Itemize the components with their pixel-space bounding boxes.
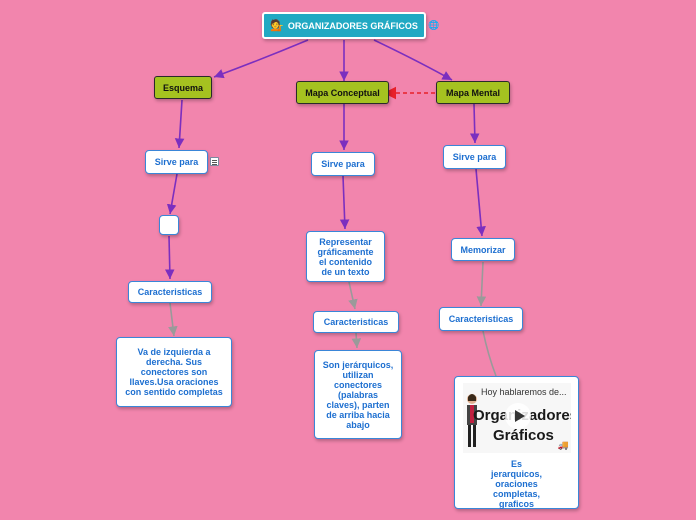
- link-esquema-sirve-empty: [166, 173, 178, 215]
- mental-card-text: Es jerarquicos, oraciones completas, gra…: [490, 459, 543, 509]
- conceptual-purpose-text: Representar gráficamente el contenido de…: [317, 236, 374, 277]
- mental-memorizar[interactable]: Memorizar: [451, 238, 515, 261]
- link-conceptual-purpose-caract: [348, 281, 358, 310]
- conceptual-caracteristicas[interactable]: Caracteristicas: [313, 311, 399, 333]
- mental-sirve-para-label: Sirve para: [452, 152, 497, 162]
- thumbnail-title-line2: Gráficos: [493, 427, 554, 444]
- mental-caracteristicas[interactable]: Caracteristicas: [439, 307, 523, 331]
- link-mental-memorizar-caract: [476, 261, 487, 307]
- conceptual-caracteristicas-label: Caracteristicas: [323, 317, 389, 327]
- conceptual-sirve-para[interactable]: Sirve para: [311, 152, 375, 176]
- presenter-figure-icon: [467, 394, 477, 447]
- link-conceptual-sirve-purpose: [339, 175, 350, 230]
- video-thumbnail[interactable]: Hoy hablaremos de... Organizadores Gráfi…: [463, 383, 571, 453]
- node-mapa-conceptual[interactable]: Mapa Conceptual: [296, 81, 389, 104]
- link-mental-sirve-memorizar: [475, 168, 486, 237]
- truck-icon: 🚚: [557, 440, 569, 450]
- esquema-sirve-para-label: Sirve para: [154, 157, 199, 167]
- thumbnail-caption: Hoy hablaremos de...: [481, 387, 567, 397]
- link-root-mapa-mental: [373, 39, 453, 81]
- link-mental-caract-card: [482, 330, 497, 377]
- notes-icon[interactable]: [210, 157, 219, 166]
- mental-video-card[interactable]: Hoy hablaremos de... Organizadores Gráfi…: [454, 376, 579, 509]
- esquema-sirve-para[interactable]: Sirve para: [145, 150, 208, 174]
- esquema-empty-node[interactable]: [159, 215, 179, 235]
- play-icon[interactable]: [505, 403, 531, 429]
- conceptual-sirve-para-label: Sirve para: [321, 159, 365, 169]
- person-icon: 💁: [270, 19, 284, 32]
- esquema-description-text: Va de izquierda a derecha. Sus conectore…: [125, 347, 223, 397]
- mental-caracteristicas-label: Caracteristicas: [448, 314, 514, 324]
- link-esquema-sirve: [174, 99, 185, 149]
- node-mapa-mental-label: Mapa Mental: [445, 87, 500, 98]
- root-title: ORGANIZADORES GRÁFICOS: [287, 20, 418, 31]
- esquema-caracteristicas-label: Caracteristicas: [137, 287, 203, 297]
- node-esquema-label: Esquema: [162, 82, 204, 93]
- node-esquema[interactable]: Esquema: [154, 76, 212, 99]
- link-esquema-empty-caract: [164, 235, 175, 280]
- link-mental-sirve: [469, 103, 480, 144]
- link-conceptual-caract-desc: [351, 332, 362, 349]
- link-root-esquema: [213, 39, 309, 79]
- conceptual-description-text: Son jerárquicos, utilizan conectores (pa…: [322, 359, 394, 430]
- globe-icon: 🌐: [428, 20, 440, 30]
- mental-sirve-para[interactable]: Sirve para: [443, 145, 506, 169]
- root-node[interactable]: 💁 ORGANIZADORES GRÁFICOS: [262, 12, 426, 39]
- esquema-caracteristicas[interactable]: Caracteristicas: [128, 281, 212, 303]
- esquema-description[interactable]: Va de izquierda a derecha. Sus conectore…: [116, 337, 232, 407]
- conceptual-description[interactable]: Son jerárquicos, utilizan conectores (pa…: [314, 350, 402, 439]
- node-mapa-mental[interactable]: Mapa Mental: [436, 81, 510, 104]
- node-mapa-conceptual-label: Mapa Conceptual: [305, 87, 380, 98]
- mental-memorizar-label: Memorizar: [460, 244, 506, 255]
- conceptual-purpose[interactable]: Representar gráficamente el contenido de…: [306, 231, 385, 282]
- link-esquema-caract-desc: [168, 302, 178, 337]
